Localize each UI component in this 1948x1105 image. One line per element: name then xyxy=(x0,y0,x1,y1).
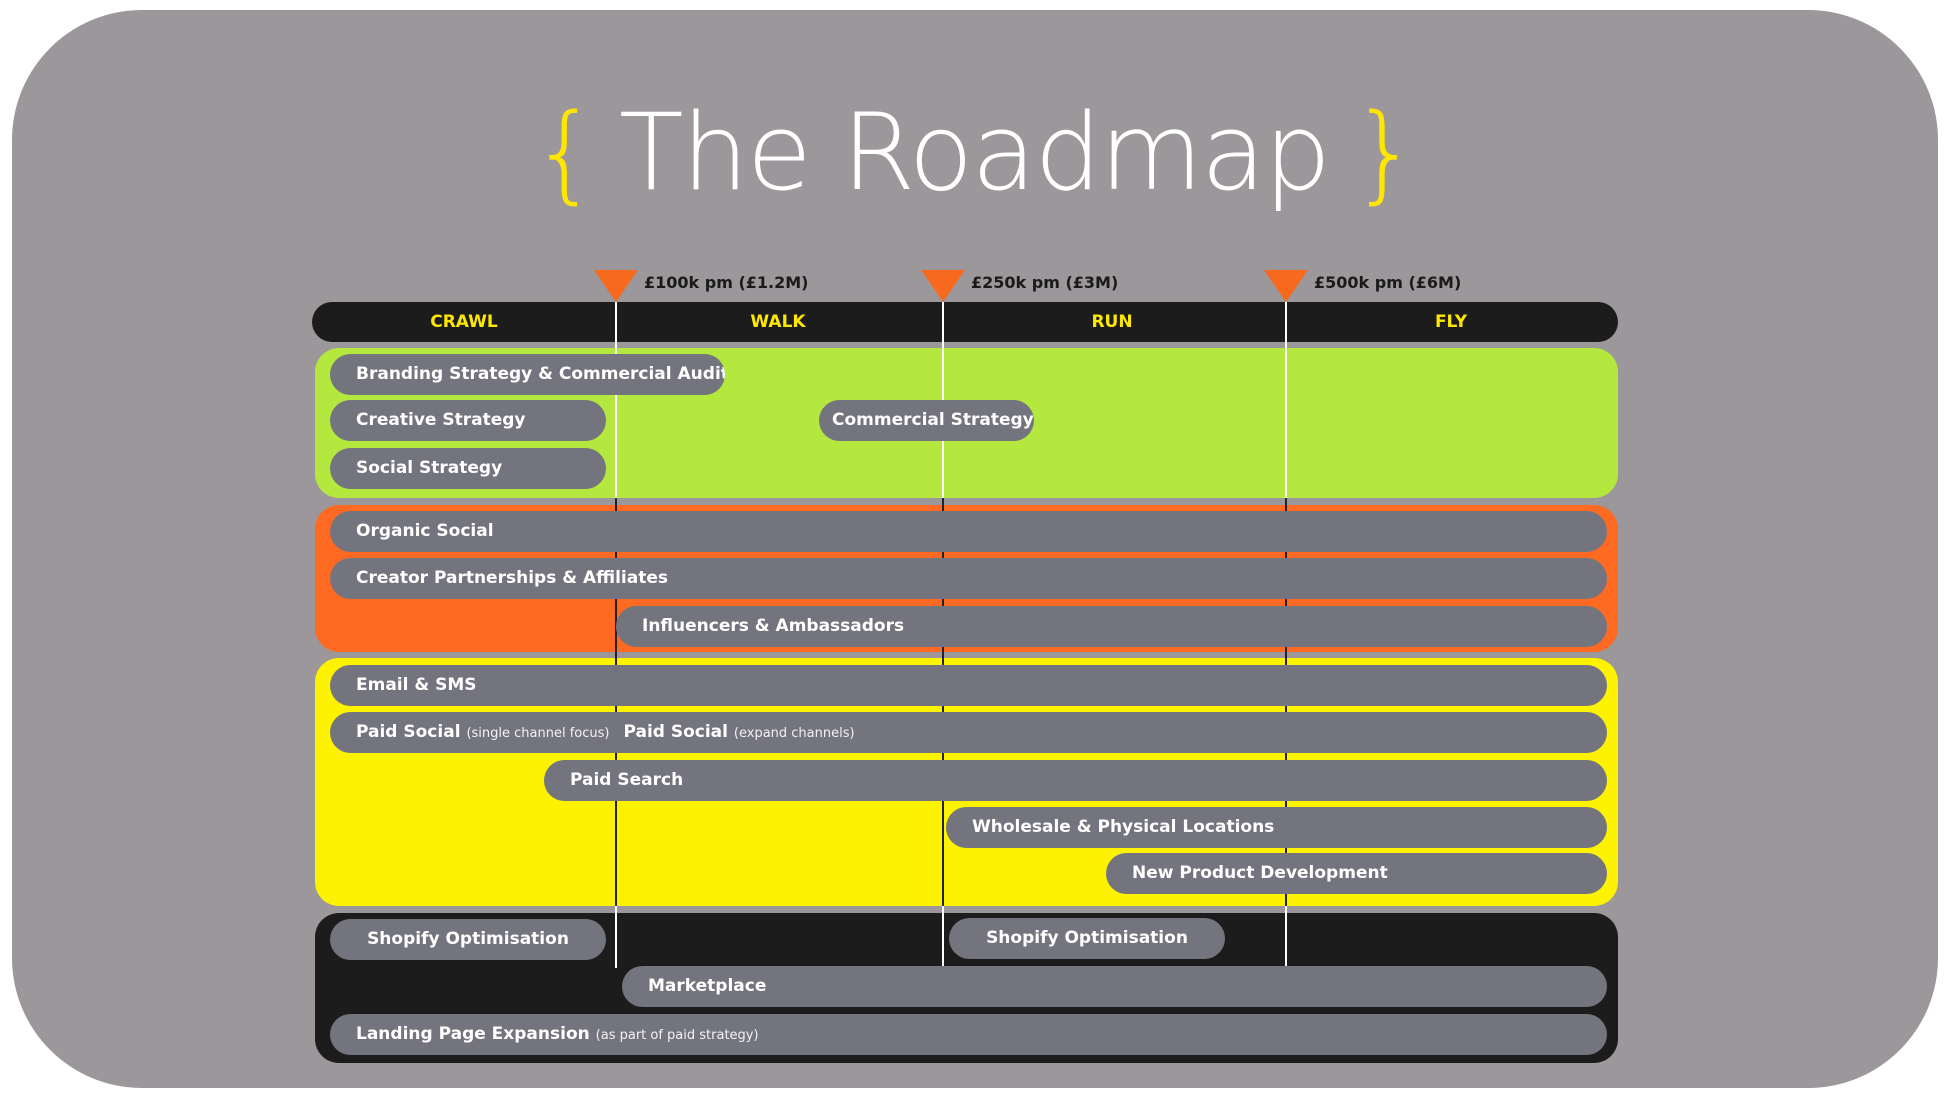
page-title: {The Roadmap} xyxy=(0,100,1948,206)
milestone-line xyxy=(615,302,617,498)
roadmap-item: Landing Page Expansion (as part of paid … xyxy=(330,1014,1607,1055)
milestone-label: £500k pm (£6M) xyxy=(1314,273,1462,292)
stage-header-bar: CRAWL WALK RUN FLY xyxy=(312,302,1618,342)
roadmap-item: Social Strategy xyxy=(330,448,606,489)
milestone-marker-icon xyxy=(921,270,965,302)
roadmap-item: Wholesale & Physical Locations xyxy=(946,807,1607,848)
item-label: Paid Social xyxy=(356,722,461,742)
title-open-brace: { xyxy=(531,91,598,214)
roadmap-item: Commercial Strategy xyxy=(819,400,1034,441)
item-note: (single channel focus) xyxy=(466,726,610,741)
roadmap-item: New Product Development xyxy=(1106,853,1607,894)
milestone-line xyxy=(1285,302,1287,498)
stage-walk: WALK xyxy=(750,312,806,332)
item-label: Paid Social xyxy=(623,722,728,742)
item-label: Landing Page Expansion xyxy=(356,1024,590,1044)
stage-run: RUN xyxy=(1091,312,1133,332)
milestone-line xyxy=(615,906,617,968)
milestone-line xyxy=(942,906,944,968)
roadmap-item: Creative Strategy xyxy=(330,400,606,441)
milestone-marker-icon xyxy=(594,270,638,302)
roadmap-item: Paid Search xyxy=(544,760,1607,801)
roadmap-item: Creator Partnerships & Affiliates xyxy=(330,558,1607,599)
item-note: (expand channels) xyxy=(733,726,855,741)
roadmap-item: Shopify Optimisation xyxy=(949,918,1225,959)
milestone-label: £250k pm (£3M) xyxy=(971,273,1119,292)
title-close-brace: } xyxy=(1351,91,1418,214)
roadmap-item: Marketplace xyxy=(622,966,1607,1007)
roadmap-item: Organic Social xyxy=(330,511,1607,552)
roadmap-item: Shopify Optimisation xyxy=(330,919,606,960)
roadmap-item: Influencers & Ambassadors xyxy=(616,606,1607,647)
item-note: (as part of paid strategy) xyxy=(595,1028,759,1043)
roadmap-item: Branding Strategy & Commercial Audit xyxy=(330,354,725,395)
milestone-label: £100k pm (£1.2M) xyxy=(644,273,809,292)
milestone-line xyxy=(1285,906,1287,968)
milestone-marker-icon xyxy=(1264,270,1308,302)
roadmap-item: Email & SMS xyxy=(330,665,1607,706)
roadmap-item: Paid Social (single channel focus) Paid S… xyxy=(330,712,1607,753)
stage-crawl: CRAWL xyxy=(430,312,498,332)
title-text: The Roadmap xyxy=(618,91,1331,214)
stage-fly: FLY xyxy=(1434,312,1468,332)
